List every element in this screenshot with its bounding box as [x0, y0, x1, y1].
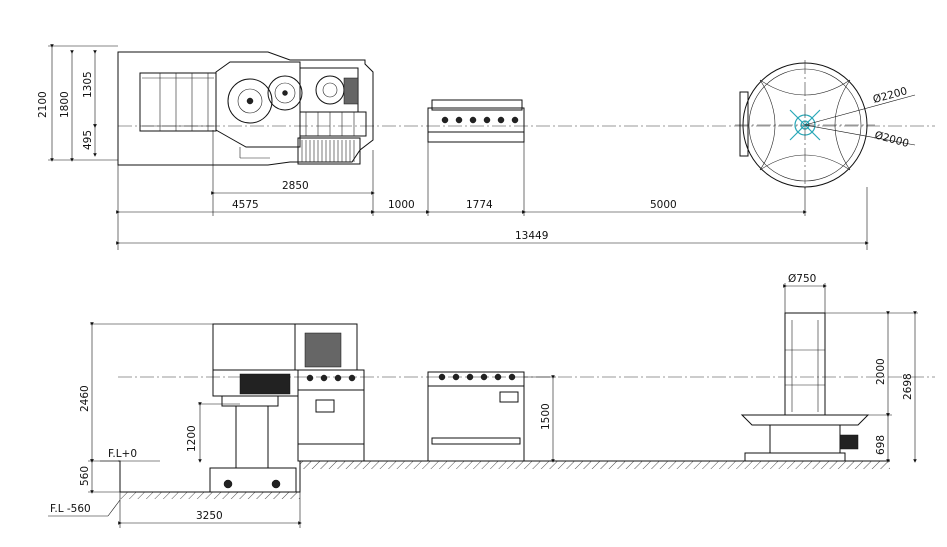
uncoiler-elevation [740, 312, 870, 462]
dim-1000: 1000 [388, 199, 415, 211]
dim-dia-750: Ø750 [788, 273, 816, 285]
feeder-machine-elevation [209, 323, 365, 493]
pit-hatch [120, 492, 300, 499]
feeder-fins [297, 137, 361, 165]
dim-2460: 2460 [79, 385, 91, 412]
dim-1774: 1774 [466, 199, 493, 211]
dim-2850: 2850 [282, 180, 309, 192]
dim-dia-2000: Ø2000 [873, 129, 910, 150]
dim-13449: 13449 [515, 230, 548, 242]
dim-4575: 4575 [232, 199, 259, 211]
dim-2000: 2000 [875, 358, 887, 385]
floor-level-labels: F.L+0 F.L -560 [48, 448, 160, 517]
elevation-dims: Ø750 2460 1200 1500 2000 2698 698 [79, 273, 918, 528]
dim-1500: 1500 [540, 403, 552, 430]
dim-3250: 3250 [196, 510, 223, 522]
pit-outline [118, 460, 301, 493]
dim-1305: 1305 [82, 71, 94, 98]
dim-495: 495 [82, 130, 94, 150]
straightener-elevation [427, 371, 525, 462]
dim-dia-2200: Ø2200 [872, 85, 909, 106]
feeder-machine-plan [117, 51, 374, 166]
dim-2100: 2100 [37, 91, 49, 118]
elevation-view: Ø750 2460 1200 1500 2000 2698 698 [48, 273, 935, 528]
dim-560: 560 [79, 466, 91, 486]
floor-level-minus-label: F.L -560 [50, 503, 91, 515]
plan-view: 2100 1800 1305 495 2850 4575 1000 1774 5… [37, 44, 935, 250]
straightener-plan [427, 99, 525, 143]
floor-level-0-label: F.L+0 [108, 448, 137, 460]
dim-1200: 1200 [186, 425, 198, 452]
floor-hatch [300, 461, 890, 469]
dim-5000: 5000 [650, 199, 677, 211]
dim-698: 698 [875, 435, 887, 455]
dim-1800: 1800 [59, 91, 71, 118]
plan-horizontal-dims: 2850 4575 1000 1774 5000 13449 [116, 130, 869, 250]
uncoiler-plan [735, 60, 916, 190]
plan-vertical-dims: 2100 1800 1305 495 [37, 44, 118, 162]
dim-2698: 2698 [902, 373, 914, 400]
